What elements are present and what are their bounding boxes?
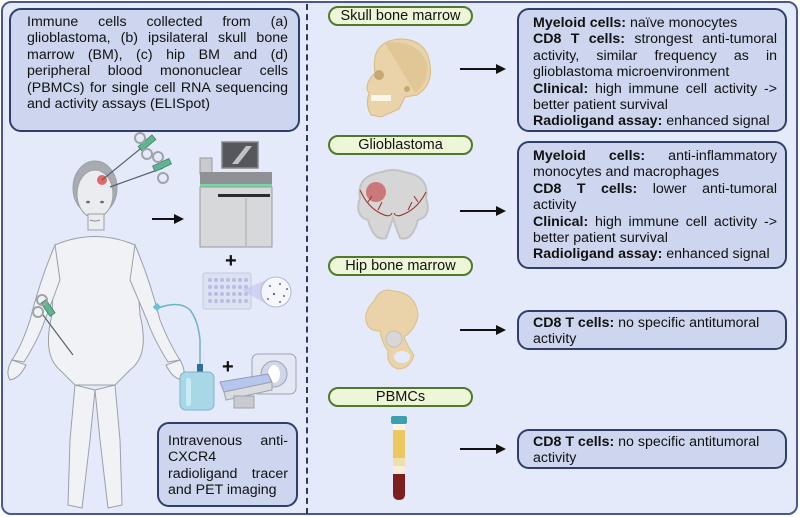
arrow-to-sequencer bbox=[152, 214, 184, 224]
finding-cd8: CD8 T cells: strongest anti-tumoral acti… bbox=[533, 31, 777, 81]
elispot-plate-icon bbox=[202, 272, 292, 310]
finding-cd8: CD8 T cells: no specific antitumoral act… bbox=[533, 315, 760, 348]
plus-sign: + bbox=[222, 356, 234, 378]
results-hip-bone-marrow: CD8 T cells: no specific antitumoral act… bbox=[517, 310, 787, 350]
intro-box: Immune cells collected from (a) glioblas… bbox=[9, 8, 300, 132]
tracer-text: Intravenous anti-CXCR4 radioligand trace… bbox=[168, 433, 288, 499]
pet-scanner-icon bbox=[219, 353, 297, 409]
intro-text: Immune cells collected from (a) glioblas… bbox=[27, 14, 288, 113]
tracer-box: Intravenous anti-CXCR4 radioligand trace… bbox=[157, 422, 298, 507]
skull-icon bbox=[366, 38, 431, 118]
finding-cd8: CD8 T cells: lower anti-tumoral activity bbox=[533, 180, 777, 214]
plus-sign: + bbox=[225, 250, 237, 272]
finding-clinical: Clinical: high immune cell activity -> b… bbox=[533, 80, 777, 114]
finding-myeloid: Myeloid cells: anti-inflammatory monocyt… bbox=[533, 148, 777, 181]
hip-bone-icon bbox=[365, 289, 419, 370]
results-glioblastoma: Myeloid cells: anti-inflammatory monocyt… bbox=[517, 141, 787, 269]
label-skull-bone-marrow: Skull bone marrow bbox=[328, 6, 473, 26]
finding-radioligand: Radioligand assay: enhanced signal bbox=[533, 113, 770, 130]
label-glioblastoma: Glioblastoma bbox=[328, 135, 473, 155]
iv-bag-icon bbox=[152, 302, 215, 411]
arrow-glioblastoma-to-results bbox=[460, 206, 506, 216]
finding-myeloid: Myeloid cells: naïve monocytes bbox=[533, 15, 738, 31]
brain-tumor-icon bbox=[357, 169, 429, 240]
blood-tube-icon bbox=[391, 416, 407, 500]
arrow-skull-to-results bbox=[460, 64, 506, 74]
panel-divider bbox=[306, 4, 308, 514]
finding-radioligand: Radioligand assay: enhanced signal bbox=[533, 246, 770, 263]
human-body-icon bbox=[7, 132, 185, 509]
arrow-hip-to-results bbox=[460, 325, 506, 335]
label-pbmcs: PBMCs bbox=[328, 387, 473, 407]
finding-clinical: Clinical: high immune cell activity -> b… bbox=[533, 213, 777, 247]
label-hip-bone-marrow: Hip bone marrow bbox=[328, 256, 473, 276]
sequencer-machine-icon bbox=[199, 141, 273, 248]
results-skull-bone-marrow: Myeloid cells: naïve monocytes CD8 T cel… bbox=[517, 8, 787, 132]
arrow-pbmcs-to-results bbox=[460, 444, 506, 454]
finding-cd8: CD8 T cells: no specific antitumoral act… bbox=[533, 434, 760, 467]
results-pbmcs: CD8 T cells: no specific antitumoral act… bbox=[517, 429, 787, 469]
